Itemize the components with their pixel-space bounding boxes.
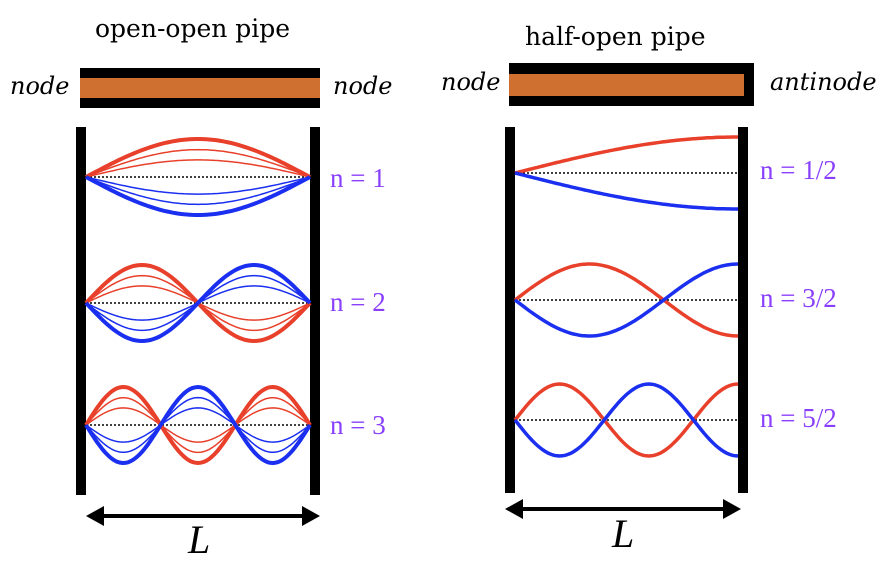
wave-positive: [85, 396, 311, 454]
mode-label: n = 5/2: [760, 403, 837, 433]
mode-label: n = 3/2: [760, 283, 837, 313]
right-pipe-right-end-label: antinode: [770, 68, 877, 96]
right-title: half-open pipe: [525, 22, 706, 51]
right-diagram-right-wall: [738, 127, 748, 493]
right-pipe-left-end-label: node: [441, 68, 501, 96]
wave-negative: [85, 176, 311, 206]
wave-positive: [85, 137, 311, 179]
right-diagram-left-wall: [505, 127, 515, 493]
right-length-label: L: [612, 511, 635, 556]
left-pipe-right-end-label: node: [333, 72, 393, 100]
half-open-pipe-icon: [509, 63, 754, 106]
wave-negative: [85, 396, 311, 454]
wave-positive: [85, 159, 311, 178]
wave-negative: [85, 175, 311, 217]
wave-positive: [85, 407, 311, 443]
left-diagram-right-wall: [310, 127, 320, 495]
left-length-label: L: [188, 517, 211, 562]
wave-positive: [513, 382, 739, 458]
wave-negative: [513, 382, 739, 458]
wave-negative: [85, 407, 311, 443]
open-open-pipe-icon: [80, 68, 320, 108]
mode-label: n = 1: [330, 163, 386, 193]
right-length-arrow: [505, 499, 741, 519]
left-pipe-left-end-label: node: [10, 72, 70, 100]
mode-label: n = 2: [330, 287, 386, 317]
mode-label: n = 3: [330, 410, 386, 440]
wave-negative: [84, 384, 312, 466]
wave-negative: [514, 171, 738, 211]
wave-positive: [514, 135, 738, 175]
wave-positive: [85, 148, 311, 178]
wave-negative: [85, 176, 311, 195]
wave-negative: [84, 262, 312, 344]
left-diagram-left-wall: [76, 127, 86, 495]
left-title: open-open pipe: [95, 14, 291, 43]
wave-positive: [513, 262, 739, 338]
wave-negative: [513, 262, 739, 338]
mode-label: n = 1/2: [760, 155, 837, 185]
wave-positive: [84, 384, 312, 466]
left-length-arrow: [86, 506, 320, 526]
